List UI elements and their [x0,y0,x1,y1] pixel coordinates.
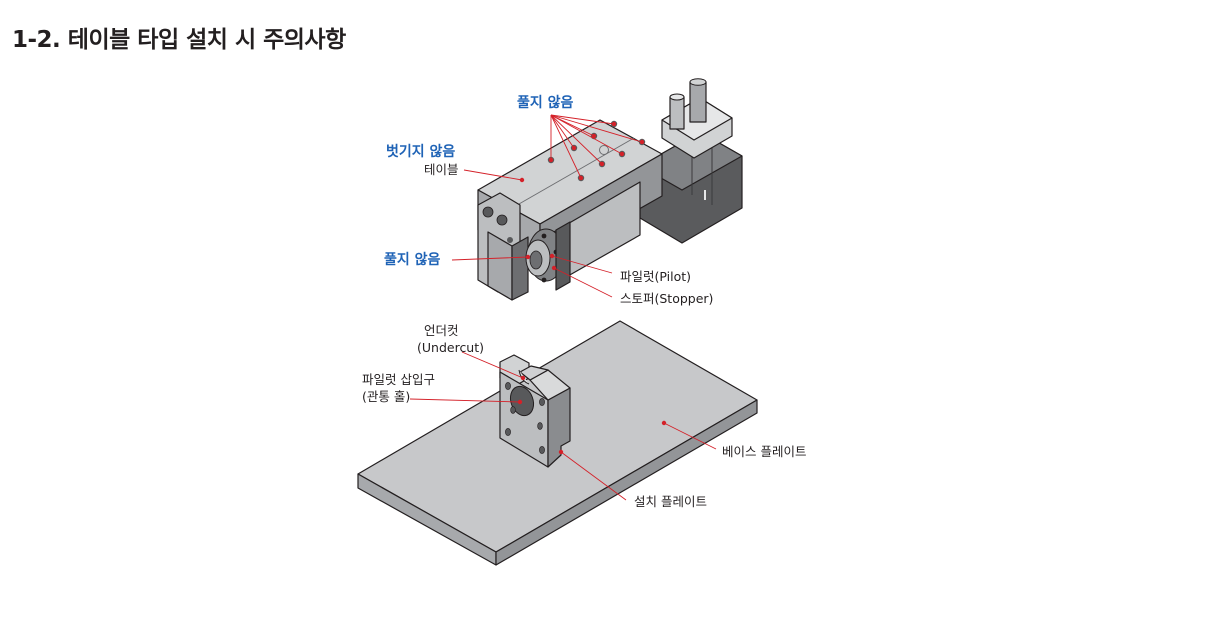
label-no-pull-left: 풀지 않음 [384,251,441,268]
label-no-remove: 벗기지 않음 [386,143,455,160]
actuator-body [477,119,663,301]
label-pilot: 파일럿(Pilot) [620,269,691,284]
page-title: 1-2. 테이블 타입 설치 시 주의사항 [12,27,346,53]
label-undercut-ko: 언더컷 [424,323,459,338]
label-mount-plate: 설치 플레이트 [634,494,707,509]
label-undercut-en: (Undercut) [417,340,484,355]
mounting-plate [499,354,571,468]
label-base-plate: 베이스 플레이트 [722,444,806,459]
label-stopper: 스토퍼(Stopper) [620,291,713,306]
leader-lines [409,114,717,501]
label-pilot-hole-sub: (관통 홀) [362,389,410,404]
motor [639,78,743,244]
label-table: 테이블 [424,162,459,177]
label-pilot-hole: 파일럿 삽입구 [362,372,435,387]
label-no-pull-top: 풀지 않음 [517,94,574,111]
